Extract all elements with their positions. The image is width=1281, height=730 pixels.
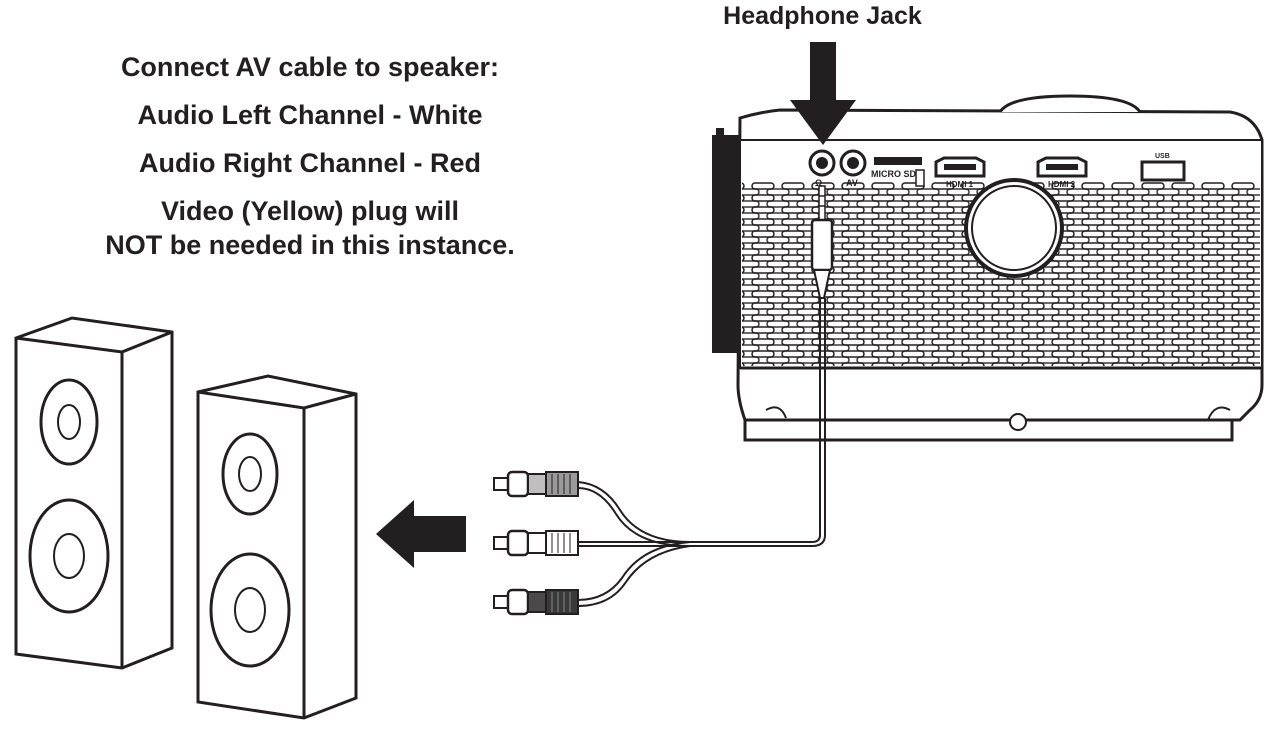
audio-plug: [810, 185, 834, 299]
hdmi-1-label: HDMI 1: [946, 180, 974, 189]
arrow-left-icon: [376, 500, 466, 568]
instruction-line-5: NOT be needed in this instance.: [105, 230, 515, 260]
rca-plug-white-center: [493, 529, 579, 557]
usb-port: [1140, 160, 1186, 182]
hdmi-2-label: HDMI 2: [1048, 180, 1076, 189]
headphone-jack-label: Headphone Jack: [723, 2, 922, 30]
rca-plug-red-right: [493, 588, 579, 616]
micro-sd-label: MICRO SD: [871, 169, 917, 179]
instruction-text: Connect AV cable to speaker: Audio Left …: [60, 50, 560, 262]
arrow-down-icon: [790, 42, 856, 145]
rca-plug-white-left: [493, 470, 579, 498]
instruction-line-2: Audio Left Channel - White: [137, 100, 483, 130]
usb-label: USB: [1155, 153, 1170, 160]
svg-text:Ω: Ω: [815, 178, 822, 188]
speaker-left: [14, 316, 174, 670]
instruction-line-1: Connect AV cable to speaker:: [120, 52, 500, 82]
projector: Ω AV MICRO SD HDMI 1 HDMI 2 USB: [712, 94, 1264, 442]
av-cable: [577, 298, 826, 607]
micro-sd-slot: [874, 157, 922, 165]
instruction-line-3: Audio Right Channel - Red: [139, 148, 481, 178]
av-port-label: AV: [846, 178, 858, 188]
speaker-right: [196, 374, 358, 720]
instruction-line-4: Video (Yellow) plug will: [160, 196, 460, 226]
